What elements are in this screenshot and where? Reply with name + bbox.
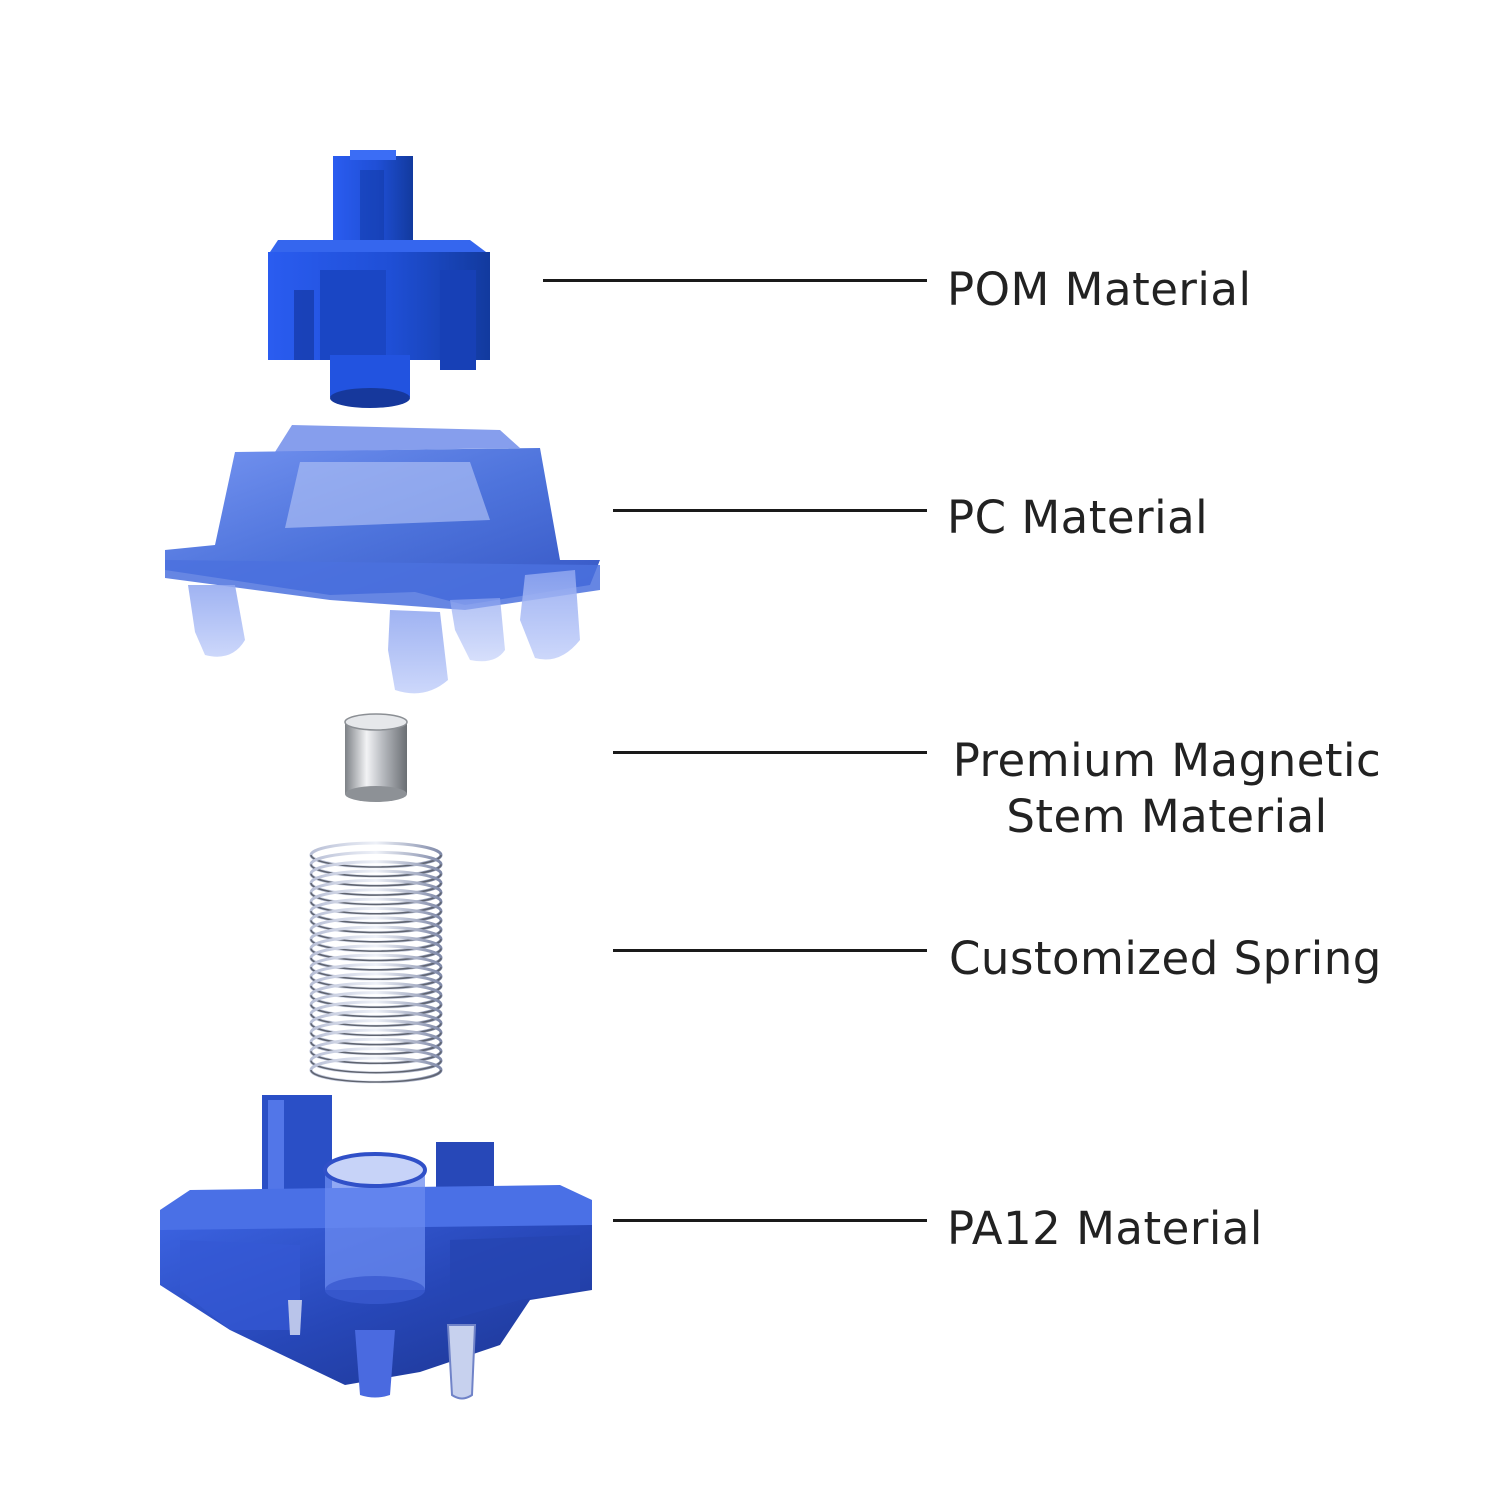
pom-material-label: POM Material <box>947 262 1252 318</box>
pa12-material-label: PA12 Material <box>947 1201 1263 1257</box>
bottom-housing-part <box>160 1095 592 1399</box>
top-housing-part <box>165 425 600 693</box>
spring-leader-line <box>613 949 927 952</box>
spring-label: Customized Spring <box>949 931 1382 987</box>
magnet-label-line1: Premium Magnetic <box>947 733 1387 789</box>
pc-leader-line <box>613 509 927 512</box>
pa12-leader-line <box>613 1219 927 1222</box>
spring-part <box>311 843 441 1082</box>
pc-material-label: PC Material <box>947 490 1208 546</box>
magnet-material-label: Premium Magnetic Stem Material <box>947 733 1387 845</box>
stem-part <box>268 150 490 408</box>
pom-leader-line <box>543 279 927 282</box>
magnet-part <box>345 714 407 802</box>
magnet-leader-line <box>613 751 927 754</box>
magnet-label-line2: Stem Material <box>947 789 1387 845</box>
